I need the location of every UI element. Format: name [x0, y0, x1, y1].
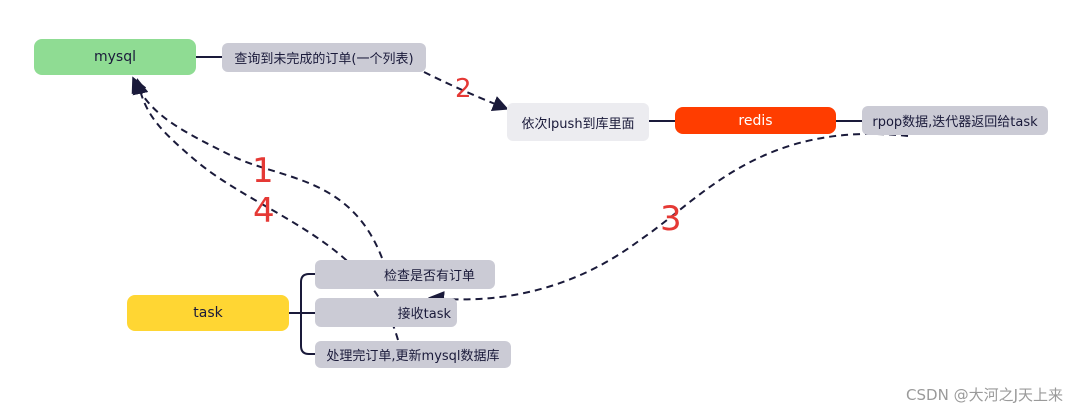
- node-check-orders: 检查是否有订单: [315, 260, 495, 289]
- node-receive-task: 接收task: [315, 298, 457, 327]
- arrow-step-4: [132, 78, 399, 341]
- step-4-label: 4: [253, 191, 275, 231]
- node-query-orders: 查询到未完成的订单(一个列表): [222, 43, 426, 72]
- step-1-label: 1: [252, 151, 274, 191]
- connector-task-bracket: [289, 273, 315, 355]
- step-2-label: 2: [455, 74, 472, 104]
- watermark: CSDN @大河之J天上来: [906, 386, 1063, 404]
- node-mysql: mysql: [34, 39, 196, 75]
- arrow-step-1: [131, 76, 383, 259]
- node-task: task: [127, 295, 289, 331]
- arrow-step-3: [428, 133, 909, 308]
- step-3-label: 3: [660, 199, 682, 239]
- node-redis: redis: [675, 107, 836, 134]
- node-rpop: rpop数据,迭代器返回给task: [862, 106, 1048, 135]
- node-lpush: 依次lpush到库里面: [507, 103, 649, 141]
- node-process-orders: 处理完订单,更新mysql数据库: [315, 341, 511, 368]
